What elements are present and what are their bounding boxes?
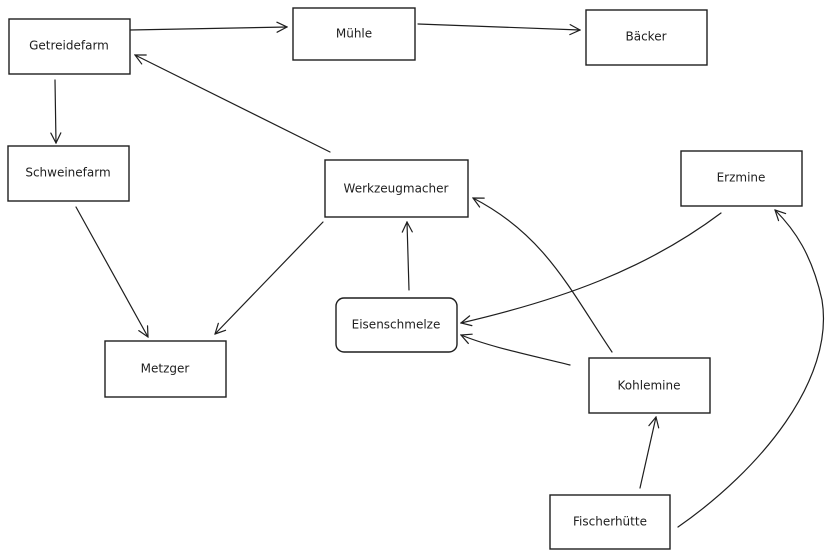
node-schweinefarm-label: Schweinefarm <box>25 166 110 180</box>
node-werkzeugmacher[interactable]: Werkzeugmacher <box>324 159 469 218</box>
node-getreidefarm-box <box>8 18 131 75</box>
edge-kohlemine-eisenschmelze <box>461 335 571 366</box>
node-erzmine-label: Erzmine <box>717 171 766 185</box>
edge-kohlemine-werkzeugmacher <box>473 198 613 353</box>
node-werkzeugmacher-label: Werkzeugmacher <box>344 182 449 196</box>
edge-muehle-baecker <box>417 23 580 30</box>
node-erzmine[interactable]: Erzmine <box>680 150 803 207</box>
edge-eisenschmelze-werkzeugmacher <box>407 222 409 291</box>
node-metzger-box <box>104 340 227 398</box>
node-kohlemine-box <box>588 357 711 414</box>
edges <box>55 23 824 528</box>
node-eisenschmelze-box <box>335 297 458 353</box>
edge-werkzeugmacher-getreidefarm <box>135 55 331 153</box>
node-eisenschmelze-label: Eisenschmelze <box>352 318 441 332</box>
node-getreidefarm[interactable]: Getreidefarm <box>8 18 131 75</box>
edge-werkzeugmacher-metzger <box>215 221 324 334</box>
node-muehle-box <box>292 7 416 61</box>
node-schweinefarm[interactable]: Schweinefarm <box>7 145 130 202</box>
node-metzger-label: Metzger <box>141 362 190 376</box>
node-baecker-label: Bäcker <box>625 30 666 44</box>
edge-fischerhuette-kohlemine <box>639 417 656 489</box>
edge-getreidefarm-muehle <box>129 27 287 30</box>
node-fischerhuette-label: Fischerhütte <box>573 515 647 529</box>
node-fischerhuette[interactable]: Fischerhütte <box>549 494 671 550</box>
node-kohlemine[interactable]: Kohlemine <box>588 357 711 414</box>
node-metzger[interactable]: Metzger <box>104 340 227 398</box>
edge-getreidefarm-schweinefarm <box>55 79 56 143</box>
node-muehle[interactable]: Mühle <box>292 7 416 61</box>
node-werkzeugmacher-box <box>324 159 469 218</box>
edge-schweinefarm-metzger <box>75 206 148 337</box>
node-baecker-box <box>585 9 708 66</box>
node-getreidefarm-label: Getreidefarm <box>29 39 109 53</box>
edge-fischerhuette-erzmine <box>677 210 824 528</box>
edge-erzmine-eisenschmelze <box>461 212 722 323</box>
node-baecker[interactable]: Bäcker <box>585 9 708 66</box>
node-eisenschmelze[interactable]: Eisenschmelze <box>335 297 458 353</box>
node-erzmine-box <box>680 150 803 207</box>
node-kohlemine-label: Kohlemine <box>618 379 681 393</box>
node-muehle-label: Mühle <box>336 27 372 41</box>
node-schweinefarm-box <box>7 145 130 202</box>
node-fischerhuette-box <box>549 494 671 550</box>
